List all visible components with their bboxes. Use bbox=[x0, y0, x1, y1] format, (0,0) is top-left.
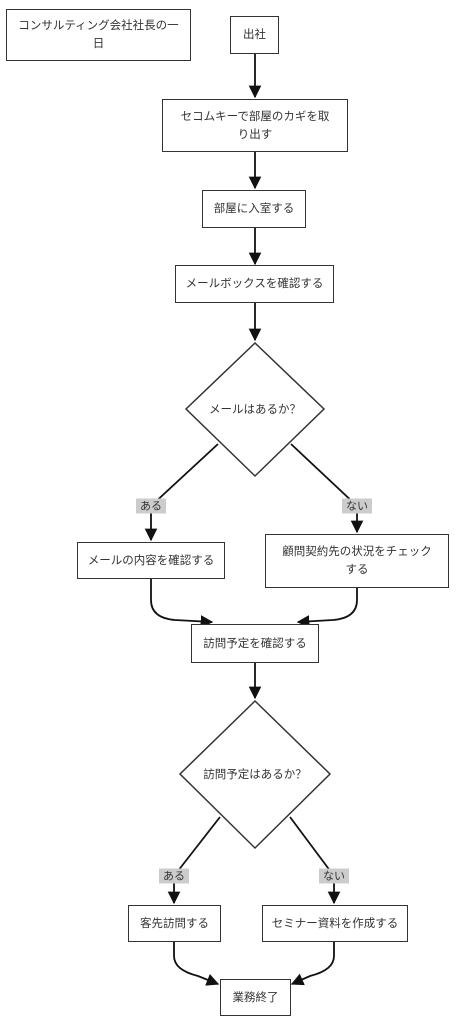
edge-label-visit-no: ない bbox=[319, 868, 349, 884]
node-enter-text: 部屋に入室する bbox=[213, 201, 295, 216]
edge-seminar-end bbox=[290, 942, 335, 986]
node-enter: 部屋に入室する bbox=[202, 190, 306, 228]
decision-mail-text: メールはあるか？ bbox=[209, 402, 301, 416]
node-end-text: 業務終了 bbox=[232, 989, 279, 1004]
edge-visitq-yes bbox=[167, 816, 221, 905]
node-visit-text: 客先訪問する bbox=[140, 915, 209, 930]
node-seminar: セミナー資料を作成する bbox=[262, 905, 408, 942]
node-read-mail: メールの内容を確認する bbox=[77, 542, 225, 579]
node-check-visits-text: 訪問予定を確認する bbox=[203, 635, 307, 650]
edge-visitq-no bbox=[289, 816, 341, 905]
edge-mailq-no bbox=[290, 443, 364, 534]
node-start-text: 出社 bbox=[243, 27, 266, 42]
diagram-title-text: コンサルティング会社社長の一日 bbox=[18, 18, 179, 50]
node-check-clients-text: 顧問契約先の状況をチェックする bbox=[282, 544, 432, 576]
decision-visit-diamond bbox=[178, 699, 332, 850]
edge-checkclients-checkvisits bbox=[296, 588, 358, 628]
edge-label-visit-yes: ある bbox=[159, 868, 189, 884]
edge-mailq-yes bbox=[144, 443, 219, 542]
node-read-mail-text: メールの内容を確認する bbox=[87, 552, 215, 567]
node-unlock: セコムキーで部屋のカギを取り出す bbox=[162, 99, 348, 152]
node-mailbox-text: メールボックスを確認する bbox=[185, 276, 324, 291]
node-end: 業務終了 bbox=[220, 979, 291, 1016]
node-seminar-text: セミナー資料を作成する bbox=[271, 915, 399, 930]
node-start: 出社 bbox=[230, 16, 279, 54]
edge-label-mail-no: ない bbox=[342, 498, 372, 514]
node-unlock-text: セコムキーで部屋のカギを取り出す bbox=[180, 108, 330, 141]
edge-readmail-checkvisits bbox=[150, 579, 214, 628]
node-check-clients: 顧問契約先の状況をチェックする bbox=[265, 534, 449, 588]
node-mailbox: メールボックスを確認する bbox=[175, 265, 334, 303]
decision-mail-diamond bbox=[184, 341, 326, 478]
edge-label-mail-yes: ある bbox=[136, 498, 166, 514]
edge-visit-end bbox=[173, 942, 220, 986]
node-visit: 客先訪問する bbox=[128, 905, 221, 942]
decision-visit-text: 訪問予定はあるか？ bbox=[203, 767, 307, 781]
node-check-visits: 訪問予定を確認する bbox=[191, 624, 319, 663]
diagram-title: コンサルティング会社社長の一日 bbox=[6, 9, 191, 61]
